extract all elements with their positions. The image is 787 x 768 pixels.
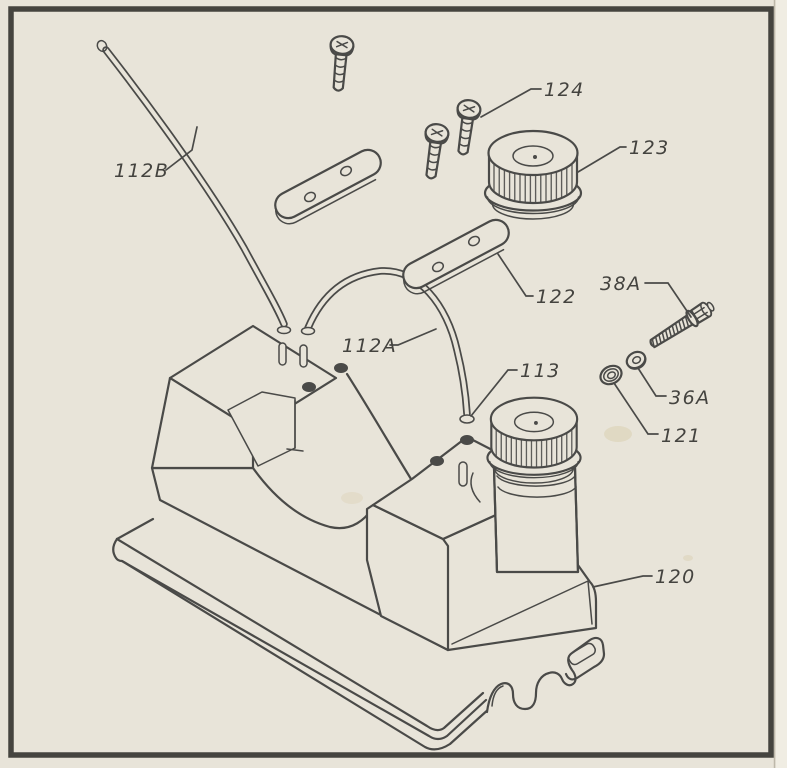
tank-top-holes bbox=[302, 363, 474, 466]
part-label-121: 121 bbox=[661, 425, 702, 447]
hose-112B bbox=[96, 39, 288, 328]
grommet-113 bbox=[459, 414, 475, 424]
washer-36A bbox=[625, 350, 647, 370]
base-tray-120 bbox=[112, 517, 492, 751]
part-label-122: 122 bbox=[536, 286, 577, 308]
part-label-120: 120 bbox=[655, 566, 696, 588]
tank-top-pins bbox=[278, 342, 468, 487]
part-label-38A: 38A bbox=[600, 273, 642, 295]
drawing-border-frame bbox=[8, 6, 774, 758]
bolt-38A bbox=[649, 301, 715, 349]
tank-body bbox=[150, 324, 598, 652]
part-label-124: 124 bbox=[544, 79, 585, 101]
hose-tip-ring bbox=[96, 39, 108, 53]
part-label-112A: 112A bbox=[342, 335, 397, 357]
callout-labels: 112B 124 123 122 112A 113 38A 36A 121 12… bbox=[114, 79, 711, 588]
hose-fittings bbox=[276, 325, 475, 424]
scan-stains bbox=[341, 426, 693, 561]
tank-cap-installed bbox=[486, 396, 582, 485]
page-edge bbox=[776, 0, 787, 768]
mounting-clip bbox=[485, 636, 606, 714]
part-label-36A: 36A bbox=[669, 387, 711, 409]
part-label-123: 123 bbox=[629, 137, 670, 159]
part-label-113: 113 bbox=[520, 360, 561, 382]
washer-121 bbox=[599, 364, 623, 386]
part-label-112B: 112B bbox=[114, 160, 169, 182]
cap-123 bbox=[483, 129, 583, 221]
